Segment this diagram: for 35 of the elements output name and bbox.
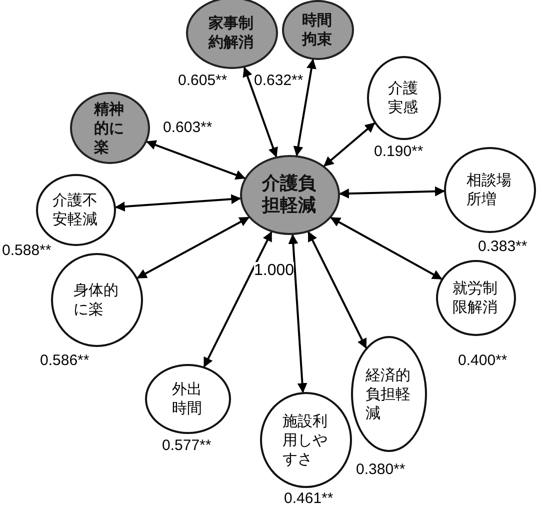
coefficient-label: 0.461**: [284, 490, 334, 507]
node-label: 身体的に楽: [74, 281, 120, 319]
coefficient-label: 0.588**: [2, 242, 52, 259]
coefficient-label: 0.400**: [458, 352, 508, 369]
double-arrow: [330, 216, 442, 280]
node-label: 施設利用しやすさ: [282, 412, 328, 468]
double-arrow: [136, 216, 250, 279]
double-arrow: [324, 122, 376, 167]
coefficient-label: 0.586**: [40, 352, 90, 369]
double-arrow: [203, 231, 272, 368]
node-label: 時間拘束: [302, 11, 333, 49]
double-arrow: [288, 234, 308, 394]
node-label: 介護負担軽減: [262, 173, 317, 217]
coefficient-label: 0.603**: [163, 119, 212, 136]
double-arrow: [146, 140, 246, 180]
coefficient-label: 0.577**: [162, 437, 212, 454]
coefficient-label: 0.380**: [356, 461, 406, 478]
coefficient-label: 0.383**: [478, 238, 528, 255]
node-label: 就労制限解消: [452, 279, 498, 317]
coefficient-label: 0.190**: [374, 143, 424, 160]
node-label: 介護不安軽減: [52, 191, 98, 229]
coefficient-label: 0.605**: [178, 72, 228, 89]
node-label: 精神的に楽: [94, 100, 125, 156]
node-label: 相談場所増: [466, 171, 512, 209]
node-label: 外出時間: [172, 380, 203, 418]
node-label: 介護実感: [388, 79, 419, 117]
shaded-ellipse: [240, 155, 340, 235]
double-arrow: [338, 186, 446, 199]
double-arrow: [308, 231, 367, 349]
double-arrow: [293, 58, 316, 156]
node-label: 家事制約解消: [208, 14, 254, 52]
node-label: 経済的負担軽減: [366, 366, 412, 422]
coefficient-label: 0.632**: [254, 72, 304, 89]
double-arrow: [114, 194, 242, 212]
double-arrow: [242, 66, 278, 158]
